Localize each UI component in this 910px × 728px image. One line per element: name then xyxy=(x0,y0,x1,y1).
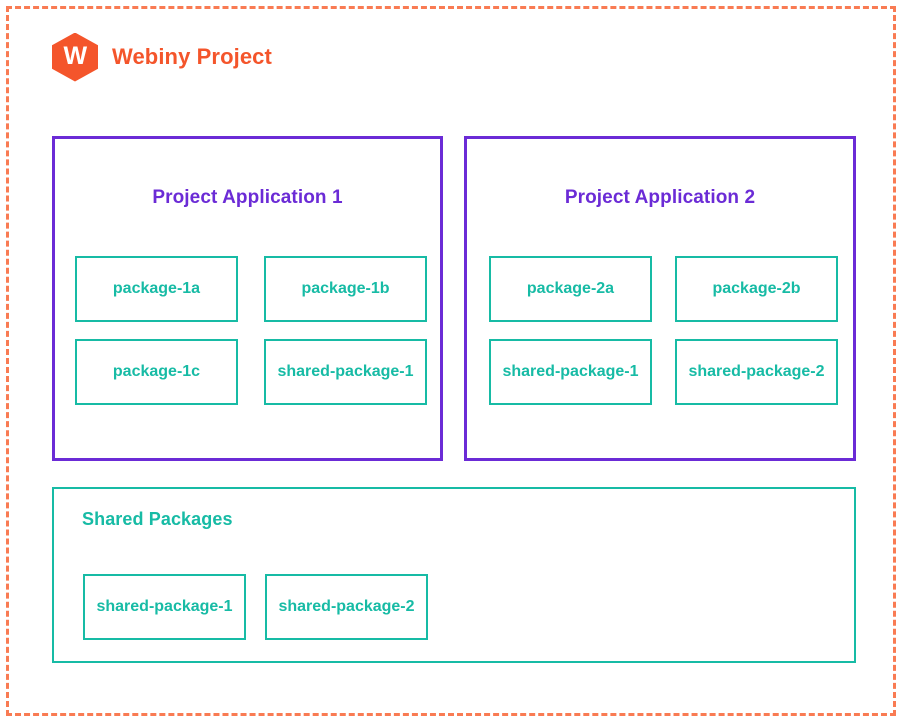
project-boundary xyxy=(6,6,896,716)
logo-letter: W xyxy=(63,42,87,70)
package-box: package-2b xyxy=(675,256,838,322)
application-title-1: Project Application 1 xyxy=(152,187,343,208)
package-box: package-2a xyxy=(489,256,652,322)
application-container-1: Project Application 1 package-1a package… xyxy=(52,136,443,461)
webiny-logo-icon: W xyxy=(52,32,98,82)
page-title: Webiny Project xyxy=(112,44,272,69)
package-box: shared-package-1 xyxy=(489,339,652,405)
project-header: W Webiny Project xyxy=(52,32,272,82)
package-box: shared-package-2 xyxy=(265,574,428,640)
package-box: shared-package-1 xyxy=(264,339,427,405)
shared-packages-title: Shared Packages xyxy=(82,509,233,529)
package-box: shared-package-1 xyxy=(83,574,246,640)
application-title-2: Project Application 2 xyxy=(564,187,756,208)
shared-packages-container: Shared Packages shared-package-1 shared-… xyxy=(52,487,856,663)
application-container-2: Project Application 2 package-2a package… xyxy=(464,136,856,461)
package-box: package-1a xyxy=(75,256,238,322)
package-box: package-1b xyxy=(264,256,427,322)
package-box: package-1c xyxy=(75,339,238,405)
package-box: shared-package-2 xyxy=(675,339,838,405)
